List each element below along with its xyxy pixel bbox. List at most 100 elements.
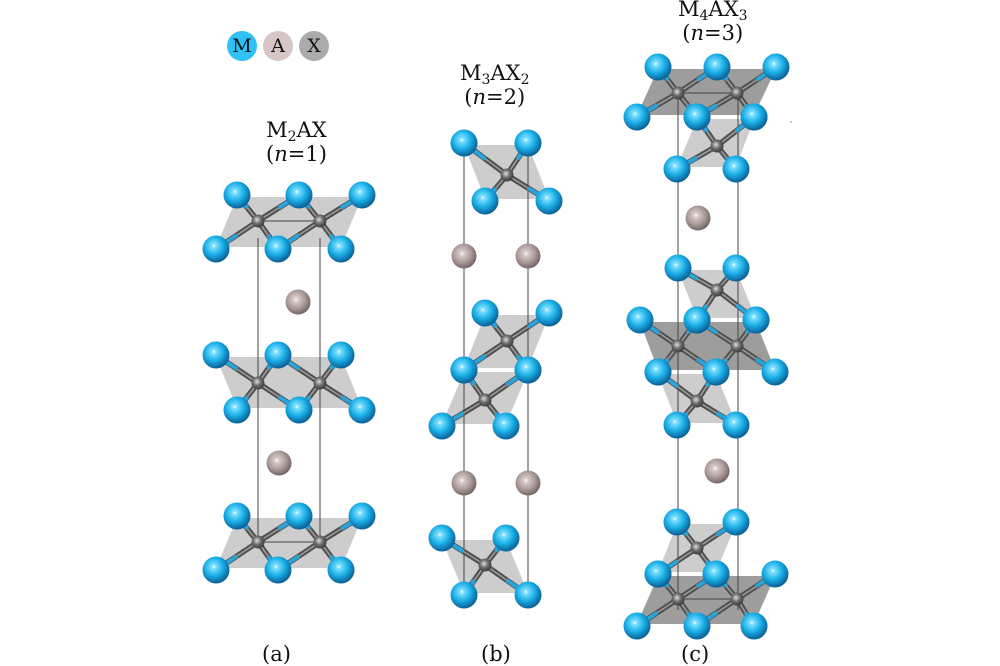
octahedron-face: [216, 357, 362, 408]
x-atom: [500, 168, 514, 182]
m-atom: [450, 356, 478, 384]
m-atom: [623, 103, 651, 131]
x-atom: [500, 334, 514, 348]
x-atom: [251, 376, 265, 390]
m-atom: [762, 53, 790, 81]
caption-a: (a): [262, 642, 291, 666]
m-atom: [264, 235, 292, 263]
m-atom: [683, 612, 711, 640]
m-atom: [327, 556, 355, 584]
m-atom: [428, 524, 456, 552]
m-atom: [644, 560, 672, 588]
m-atom: [664, 254, 692, 282]
m-atom: [663, 411, 691, 439]
a-atom: [515, 470, 541, 496]
m-atom: [450, 581, 478, 609]
caption-b: (b): [481, 642, 511, 666]
x-atom: [671, 592, 685, 606]
a-atom: [266, 450, 292, 476]
a-atom: [451, 470, 477, 496]
m-atom: [626, 306, 654, 334]
x-atom: [313, 535, 327, 549]
m-atom: [740, 103, 768, 131]
m-atom: [492, 412, 520, 440]
m-atom: [223, 502, 251, 530]
x-atom: [478, 393, 492, 407]
x-atom: [710, 139, 724, 153]
m-atom: [683, 103, 711, 131]
legend-x-atom: X: [299, 31, 329, 61]
a-atom: [515, 243, 541, 269]
m-atom: [644, 53, 672, 81]
m-atom: [623, 612, 651, 640]
m-atom: [514, 129, 542, 157]
a-atom: [285, 289, 311, 315]
x-atom: [710, 283, 724, 297]
m-atom: [535, 299, 563, 327]
m-atom: [722, 411, 750, 439]
m-atom: [514, 581, 542, 609]
artifact-dot: [790, 121, 792, 123]
octahedron-face: [216, 518, 362, 568]
m-atom: [223, 181, 251, 209]
atom-legend: M A X: [227, 31, 329, 61]
m-atom: [722, 155, 750, 183]
m-atom: [285, 502, 313, 530]
m-atom: [702, 358, 730, 386]
m-atom: [722, 254, 750, 282]
x-atom: [313, 214, 327, 228]
x-atom: [671, 339, 685, 353]
m-atom: [761, 358, 789, 386]
legend-m-atom: M: [227, 31, 257, 61]
x-atom: [313, 376, 327, 390]
legend-m-label: M: [232, 35, 252, 57]
a-atom: [451, 243, 477, 269]
formula-b: M3AX2 (n=2): [460, 61, 530, 110]
octahedron-face: [216, 197, 362, 247]
m-atom: [663, 508, 691, 536]
x-atom: [478, 558, 492, 572]
m-atom: [202, 556, 230, 584]
m-atom: [428, 412, 456, 440]
m-atom: [327, 341, 355, 369]
m-atom: [514, 356, 542, 384]
m-atom: [264, 341, 292, 369]
m-atom: [703, 53, 731, 81]
x-atom: [251, 535, 265, 549]
m-atom: [471, 187, 499, 215]
x-atom: [730, 592, 744, 606]
x-atom: [730, 86, 744, 100]
formula-a: M2AX (n=1): [266, 118, 327, 167]
m-atom: [285, 181, 313, 209]
m-atom: [663, 155, 691, 183]
m-atom: [264, 556, 292, 584]
x-atom: [251, 214, 265, 228]
x-atom: [730, 339, 744, 353]
a-atom: [704, 458, 730, 484]
m-atom: [348, 181, 376, 209]
m-atom: [722, 508, 750, 536]
m-atom: [492, 524, 520, 552]
m-atom: [702, 560, 730, 588]
m-atom: [761, 560, 789, 588]
legend-x-label: X: [307, 35, 321, 57]
m-atom: [535, 187, 563, 215]
m-atom: [450, 129, 478, 157]
m-atom: [202, 235, 230, 263]
m-atom: [471, 299, 499, 327]
caption-c: (c): [681, 642, 710, 666]
crystal-structures: [202, 53, 792, 640]
m-atom: [223, 396, 251, 424]
m-atom: [285, 396, 313, 424]
m-atom: [202, 341, 230, 369]
x-atom: [690, 541, 704, 555]
m-atom: [644, 358, 672, 386]
x-atom: [690, 394, 704, 408]
x-atom: [671, 86, 685, 100]
a-atom: [685, 205, 711, 231]
m-atom: [740, 612, 768, 640]
octahedron-face: [640, 322, 775, 370]
m-atom: [327, 235, 355, 263]
legend-a-atom: A: [263, 31, 293, 61]
